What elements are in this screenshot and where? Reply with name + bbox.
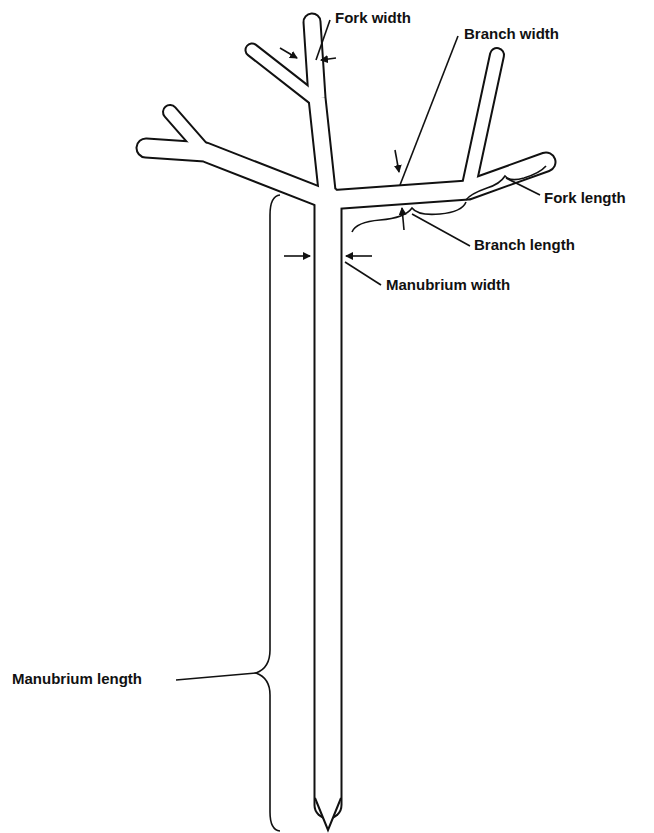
spicule-fill	[146, 22, 546, 805]
manubrium-length-label: Manubrium length	[10, 670, 144, 688]
manubrium-tip-fill	[315, 800, 341, 830]
dimension-arrows	[176, 20, 546, 831]
manubrium-width-label: Manubrium width	[384, 276, 512, 294]
fork-width-label: Fork width	[333, 9, 413, 27]
branch-width-label: Branch width	[462, 25, 561, 43]
fork-length-label: Fork length	[542, 189, 628, 207]
spicule-outline	[146, 22, 546, 805]
branch-length-label: Branch length	[472, 236, 577, 254]
manubrium-tip	[315, 798, 341, 830]
